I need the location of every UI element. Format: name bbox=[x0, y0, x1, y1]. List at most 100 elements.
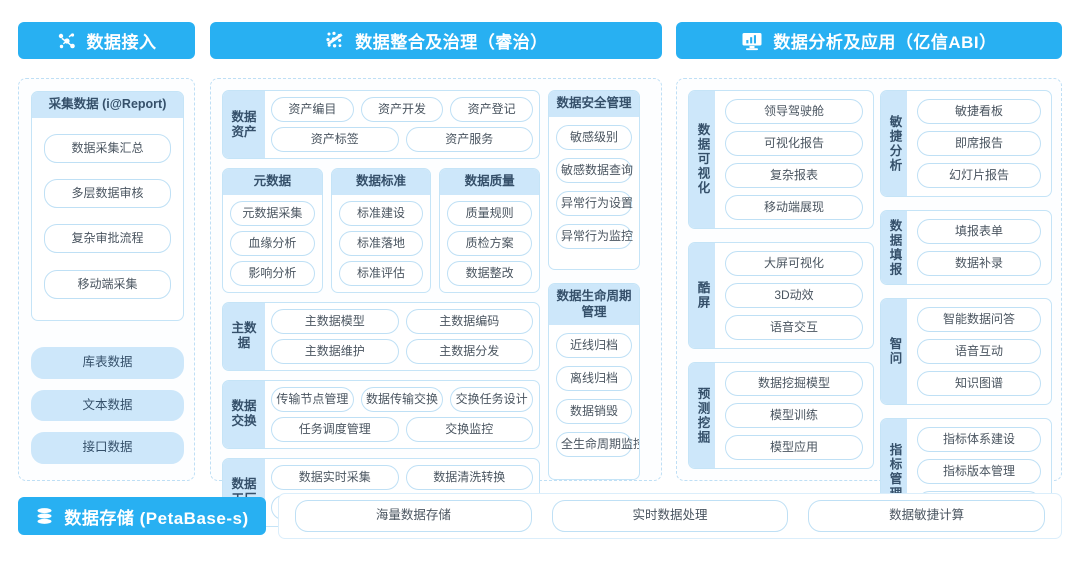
pill-coolscreen-1[interactable]: 3D动效 bbox=[725, 283, 863, 308]
card-data-lifecycle: 数据生命周期管理 近线归档 离线归档 数据销毁 全生命周期监控 bbox=[548, 283, 640, 480]
card-quality-title: 数据质量 bbox=[440, 169, 540, 195]
card-cool-screen: 酷屏 大屏可视化 3D动效 语音交互 bbox=[688, 242, 874, 349]
pill-coolscreen-2[interactable]: 语音交互 bbox=[725, 315, 863, 340]
group-meta-standard-quality: 元数据 元数据采集 血缘分析 影响分析 数据标准 标准建设 标准落地 标准评估 bbox=[222, 168, 541, 293]
group-data-sources: 库表数据 文本数据 接口数据 bbox=[31, 347, 184, 464]
pill-master-r2-1[interactable]: 主数据分发 bbox=[405, 338, 533, 364]
header-analysis-label: 数据分析及应用（亿信ABI） bbox=[773, 33, 997, 52]
pill-quality-1[interactable]: 质检方案 bbox=[447, 230, 533, 256]
analysis-right-column: 敏捷分析 敏捷看板 即席报告 幻灯片报告 数据填报 填报表单 数据补录 智问 智… bbox=[880, 90, 1052, 525]
pill-coolscreen-0[interactable]: 大屏可视化 bbox=[725, 251, 863, 276]
pill-master-r2-0[interactable]: 主数据维护 bbox=[271, 338, 399, 364]
header-data-analysis[interactable]: 数据分析及应用（亿信ABI） bbox=[676, 22, 1062, 59]
pill-smartqa-1[interactable]: 语音互动 bbox=[917, 339, 1041, 364]
storage-capabilities: 海量数据存储 实时数据处理 数据敏捷计算 bbox=[278, 493, 1062, 539]
card-security-title: 数据安全管理 bbox=[549, 91, 639, 117]
pill-asset-r2-0[interactable]: 资产标签 bbox=[271, 127, 399, 152]
pill-lifecycle-2[interactable]: 数据销毁 bbox=[556, 399, 632, 425]
card-master-data: 主数据 主数据模型 主数据编码 主数据维护 主数据分发 bbox=[222, 301, 540, 371]
pill-metadata-0[interactable]: 元数据采集 bbox=[230, 200, 315, 226]
pill-mining-1[interactable]: 模型训练 bbox=[725, 403, 863, 428]
pill-lifecycle-1[interactable]: 离线归档 bbox=[556, 366, 632, 392]
pill-source-0[interactable]: 库表数据 bbox=[31, 347, 184, 379]
pill-exchange-r1-0[interactable]: 传输节点管理 bbox=[271, 386, 354, 412]
analysis-left-column: 数据可视化 领导驾驶舱 可视化报告 复杂报表 移动端展现 酷屏 大屏可视化 3D… bbox=[688, 90, 874, 469]
monitor-chart-icon bbox=[741, 31, 763, 51]
card-predictive-mining: 预测挖掘 数据挖掘模型 模型训练 模型应用 bbox=[688, 362, 874, 469]
pill-collect-3[interactable]: 移动端采集 bbox=[44, 269, 171, 299]
governance-side-column: 数据安全管理 敏感级别 敏感数据查询 异常行为设置 异常行为监控 数据生命周期管… bbox=[548, 90, 640, 480]
pill-asset-r1-0[interactable]: 资产编目 bbox=[271, 97, 354, 122]
card-coolscreen-title: 酷屏 bbox=[689, 243, 715, 348]
nodes-network-icon bbox=[57, 31, 77, 51]
header-data-ingest[interactable]: 数据接入 bbox=[18, 22, 195, 59]
pill-agile-1[interactable]: 即席报告 bbox=[917, 131, 1041, 156]
pill-quality-0[interactable]: 质量规则 bbox=[447, 200, 533, 226]
pill-asset-r2-1[interactable]: 资产服务 bbox=[405, 127, 533, 152]
card-data-quality: 数据质量 质量规则 质检方案 数据整改 bbox=[439, 168, 541, 293]
pill-storage-0[interactable]: 海量数据存储 bbox=[295, 500, 532, 532]
pill-visualization-1[interactable]: 可视化报告 bbox=[725, 131, 863, 156]
governance-main-column: 数据资产 资产编目 资产开发 资产登记 资产标签 资产服务 元数据 bbox=[222, 90, 541, 527]
pill-storage-1[interactable]: 实时数据处理 bbox=[551, 500, 789, 532]
pill-collect-0[interactable]: 数据采集汇总 bbox=[44, 133, 171, 163]
card-collect-title: 采集数据 (i@Report) bbox=[32, 92, 183, 118]
pill-mining-2[interactable]: 模型应用 bbox=[725, 435, 863, 460]
pill-reporting-0[interactable]: 填报表单 bbox=[917, 219, 1041, 244]
pill-metadata-1[interactable]: 血缘分析 bbox=[230, 230, 315, 256]
pill-collect-1[interactable]: 多层数据审核 bbox=[44, 179, 171, 208]
pill-exchange-r1-1[interactable]: 数据传输交换 bbox=[360, 386, 444, 412]
pill-lifecycle-3[interactable]: 全生命周期监控 bbox=[556, 432, 639, 458]
pill-visualization-0[interactable]: 领导驾驶舱 bbox=[725, 99, 863, 124]
header-govern-label: 数据整合及治理（睿治） bbox=[355, 33, 548, 52]
pill-visualization-3[interactable]: 移动端展现 bbox=[725, 195, 863, 220]
card-exchange-title: 数据交换 bbox=[223, 380, 265, 448]
pill-visualization-2[interactable]: 复杂报表 bbox=[725, 163, 863, 188]
pill-security-3[interactable]: 异常行为监控 bbox=[556, 223, 633, 249]
pill-standard-0[interactable]: 标准建设 bbox=[338, 200, 424, 226]
card-smart-qa: 智问 智能数据问答 语音互动 知识图谱 bbox=[880, 298, 1052, 405]
pill-source-2[interactable]: 接口数据 bbox=[31, 432, 184, 464]
pill-metric-0[interactable]: 指标体系建设 bbox=[917, 427, 1041, 452]
card-data-reporting: 数据填报 填报表单 数据补录 bbox=[880, 210, 1052, 285]
pill-exchange-r2-1[interactable]: 交换监控 bbox=[405, 416, 533, 442]
pill-security-2[interactable]: 异常行为设置 bbox=[556, 190, 633, 216]
pill-standard-1[interactable]: 标准落地 bbox=[338, 230, 424, 256]
pill-factory-r1-1[interactable]: 数据清洗转换 bbox=[405, 464, 533, 490]
pill-quality-2[interactable]: 数据整改 bbox=[447, 260, 533, 286]
pill-storage-2[interactable]: 数据敏捷计算 bbox=[808, 500, 1046, 532]
panel-data-ingest: 采集数据 (i@Report) 数据采集汇总 多层数据审核 复杂审批流程 移动端… bbox=[18, 78, 195, 481]
card-collect-data: 采集数据 (i@Report) 数据采集汇总 多层数据审核 复杂审批流程 移动端… bbox=[31, 91, 184, 321]
pill-agile-2[interactable]: 幻灯片报告 bbox=[917, 163, 1041, 188]
pill-master-r1-1[interactable]: 主数据编码 bbox=[405, 308, 533, 334]
pill-reporting-1[interactable]: 数据补录 bbox=[917, 251, 1041, 276]
pill-asset-r1-2[interactable]: 资产登记 bbox=[450, 97, 534, 122]
pill-smartqa-2[interactable]: 知识图谱 bbox=[917, 371, 1041, 396]
card-agile-title: 敏捷分析 bbox=[881, 91, 907, 196]
pill-asset-r1-1[interactable]: 资产开发 bbox=[360, 97, 444, 122]
pill-lifecycle-0[interactable]: 近线归档 bbox=[556, 333, 632, 359]
pill-agile-0[interactable]: 敏捷看板 bbox=[917, 99, 1041, 124]
panel-data-analysis: 数据可视化 领导驾驶舱 可视化报告 复杂报表 移动端展现 酷屏 大屏可视化 3D… bbox=[676, 78, 1062, 525]
pill-collect-2[interactable]: 复杂审批流程 bbox=[44, 224, 171, 254]
pill-source-1[interactable]: 文本数据 bbox=[31, 389, 184, 422]
data-dots-icon bbox=[324, 30, 345, 51]
pill-exchange-r1-2[interactable]: 交换任务设计 bbox=[450, 386, 534, 412]
card-mining-title: 预测挖掘 bbox=[689, 363, 715, 468]
card-standard-title: 数据标准 bbox=[331, 169, 431, 195]
header-data-storage[interactable]: 数据存储 (PetaBase-s) bbox=[18, 497, 266, 535]
pill-security-0[interactable]: 敏感级别 bbox=[556, 124, 632, 150]
pill-security-1[interactable]: 敏感数据查询 bbox=[556, 157, 633, 183]
pill-exchange-r2-0[interactable]: 任务调度管理 bbox=[271, 416, 399, 442]
panel-data-governance: 数据资产 资产编目 资产开发 资产登记 资产标签 资产服务 元数据 bbox=[210, 78, 662, 527]
pill-master-r1-0[interactable]: 主数据模型 bbox=[271, 308, 399, 334]
pill-smartqa-0[interactable]: 智能数据问答 bbox=[917, 307, 1041, 332]
pill-metadata-2[interactable]: 影响分析 bbox=[230, 260, 315, 286]
storage-label: 数据存储 (PetaBase-s) bbox=[64, 508, 249, 528]
pill-metric-1[interactable]: 指标版本管理 bbox=[917, 459, 1041, 484]
pill-factory-r1-0[interactable]: 数据实时采集 bbox=[271, 464, 399, 490]
card-data-visualization: 数据可视化 领导驾驶舱 可视化报告 复杂报表 移动端展现 bbox=[688, 90, 874, 229]
header-data-governance[interactable]: 数据整合及治理（睿治） bbox=[210, 22, 662, 59]
pill-mining-0[interactable]: 数据挖掘模型 bbox=[725, 371, 863, 396]
pill-standard-2[interactable]: 标准评估 bbox=[338, 260, 424, 286]
